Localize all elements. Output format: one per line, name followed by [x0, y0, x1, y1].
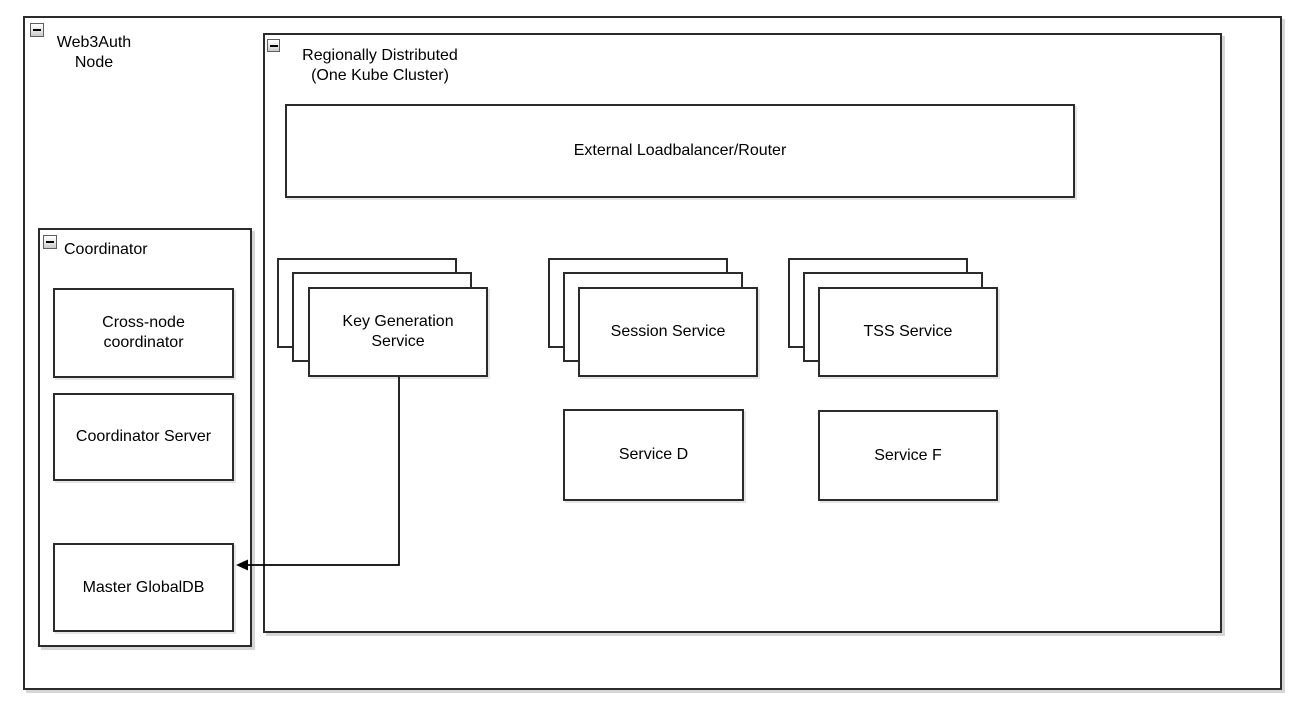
collapse-minus-icon[interactable] — [267, 39, 280, 52]
service-f-label: Service F — [874, 446, 942, 464]
minus-glyph — [46, 241, 54, 243]
node-external-loadbalancer[interactable]: External Loadbalancer/Router — [285, 104, 1075, 198]
web3auth-node-label: Web3Auth Node — [56, 34, 132, 71]
key-generation-service-label: Key Generation Service — [342, 313, 454, 350]
minus-glyph — [33, 29, 41, 31]
node-tss-service[interactable]: TSS Service — [818, 287, 998, 377]
master-globaldb-label: Master GlobalDB — [82, 578, 205, 596]
tss-service-label: TSS Service — [863, 323, 953, 340]
node-key-generation-service[interactable]: Key Generation Service — [308, 287, 488, 377]
coordinator-server-label: Coordinator Server — [75, 428, 212, 445]
session-service-label: Session Service — [610, 323, 726, 340]
collapse-minus-icon[interactable] — [43, 235, 57, 249]
node-coordinator-server[interactable]: Coordinator Server — [53, 393, 234, 481]
regionally-distributed-label: Regionally Distributed (One Kube Cluster… — [302, 47, 458, 84]
external-loadbalancer-label: External Loadbalancer/Router — [573, 142, 787, 159]
coordinator-label: Coordinator — [64, 241, 148, 258]
node-session-service[interactable]: Session Service — [578, 287, 758, 377]
node-service-d[interactable]: Service D — [563, 409, 744, 501]
collapse-minus-icon[interactable] — [30, 23, 44, 37]
minus-glyph — [269, 44, 278, 47]
service-d-label: Service D — [618, 446, 689, 463]
node-service-f[interactable]: Service F — [818, 410, 998, 501]
node-cross-node-coordinator[interactable]: Cross-node coordinator — [53, 288, 234, 378]
cross-node-coordinator-label: Cross-node coordinator — [102, 314, 185, 351]
node-master-globaldb[interactable]: Master GlobalDB — [53, 543, 234, 632]
